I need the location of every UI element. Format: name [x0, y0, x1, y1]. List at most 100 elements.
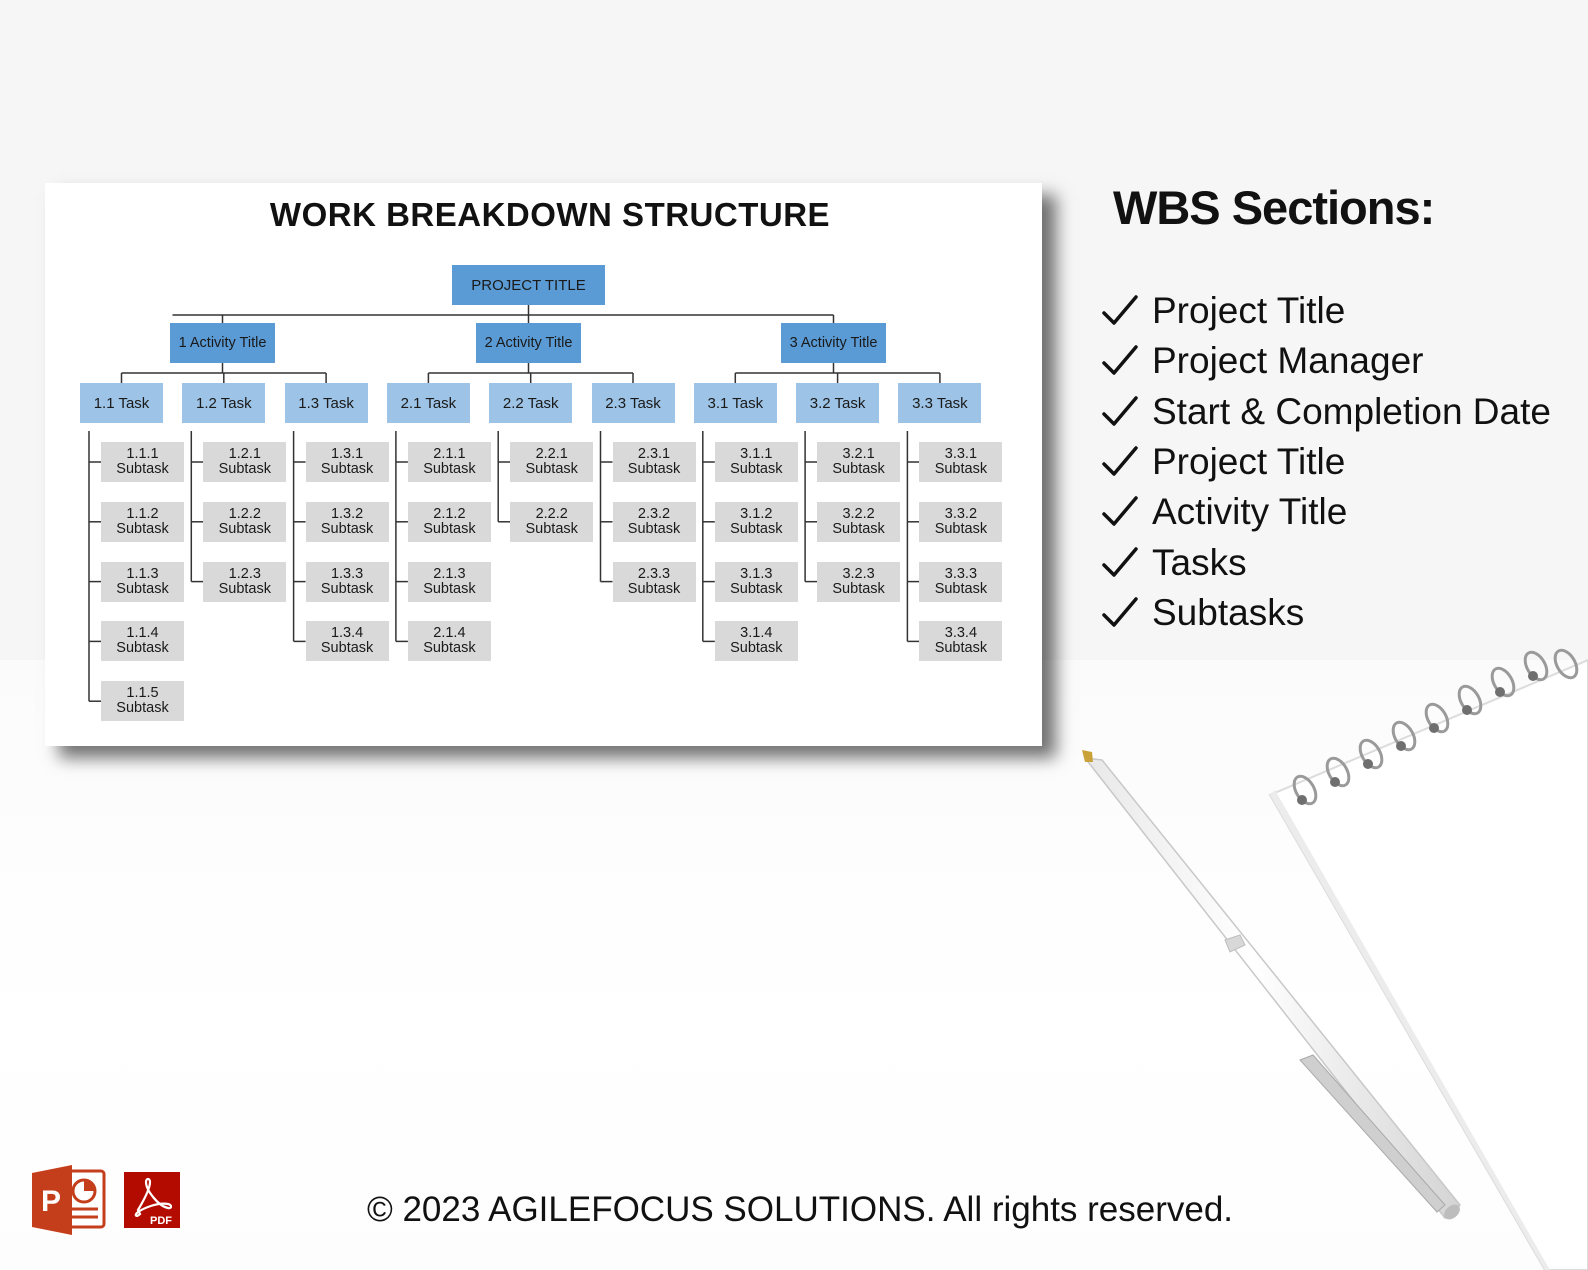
subtask-box-3-3-3-label-2: Subtask [934, 580, 988, 597]
sections-item-label: Start & Completion Date [1152, 390, 1551, 432]
subtask-box-1-1-5-label-2: Subtask [116, 700, 169, 717]
task-box-1-3: 1.3 Task [284, 383, 368, 423]
subtask-box-3-1-4-label-1: 3.1.4 [740, 625, 773, 642]
subtask-box-3-3-2-label-2: Subtask [934, 520, 988, 537]
sections-item-label: Project Title [1152, 441, 1346, 483]
activity-box-1: 1 Activity Title [170, 323, 275, 363]
subtask-box-2-1-2-label-2: Subtask [423, 520, 476, 537]
subtask-box-3-3-2-label-1: 3.3.2 [944, 505, 978, 522]
task-box-3-2: 3.2 Task [796, 383, 880, 423]
project-title-box-label: PROJECT TITLE [471, 276, 586, 294]
svg-text:P: P [41, 1185, 61, 1218]
project-title-box: PROJECT TITLE [452, 265, 605, 305]
checkmark-icon [1102, 395, 1138, 426]
subtask-box-1-2-1-label-1: 1.2.1 [228, 446, 261, 462]
task-box-2-2-label: 2.2 Task [502, 394, 559, 412]
desk-background [0, 660, 1588, 1270]
subtask-box-1-3-4-label-1: 1.3.4 [330, 625, 364, 642]
subtask-box-3-3-1-label-1: 3.3.1 [944, 446, 978, 462]
task-box-3-1: 3.1 Task [693, 383, 777, 423]
subtask-box-3-1-1-label-1: 3.1.1 [740, 446, 773, 462]
task-box-2-1: 2.1 Task [386, 383, 470, 423]
subtask-box-1-1-2-label-2: Subtask [116, 520, 169, 537]
subtask-box-2-1-1-label-2: Subtask [423, 461, 476, 477]
subtask-box-3-1-4-label-2: Subtask [730, 640, 783, 657]
subtask-box-3-2-2-label-2: Subtask [832, 520, 885, 537]
sections-item-label: Activity Title [1152, 491, 1348, 533]
subtask-box-2-3-1-label-2: Subtask [627, 461, 681, 477]
subtask-box-2-1-4-label-2: Subtask [423, 640, 476, 657]
subtask-box-3-1-3-label-1: 3.1.3 [740, 565, 773, 582]
subtask-box-1-1-3-label-1: 1.1.3 [126, 565, 159, 582]
task-box-3-2-label: 3.2 Task [809, 394, 866, 412]
subtask-box-3-3-1-label-2: Subtask [934, 461, 988, 477]
sections-item: Project Title [1100, 437, 1551, 487]
subtask-box-2-3-3-label-2: Subtask [627, 580, 681, 597]
subtask-box-3-1-2-label-1: 3.1.2 [740, 505, 773, 522]
subtask-box-2-2-1-label-2: Subtask [525, 461, 578, 477]
task-box-1-1: 1.1 Task [80, 383, 163, 423]
subtask-box-3-2-3-label-2: Subtask [832, 580, 885, 597]
checkmark-icon [1102, 496, 1138, 527]
subtask-box-1-3-3-label-1: 1.3.3 [330, 565, 364, 582]
checkmark-icon [1102, 597, 1138, 627]
task-box-1-2: 1.2 Task [182, 383, 266, 423]
subtask-box-2-2-1-label-1: 2.2.1 [535, 446, 568, 462]
task-box-3-1-label: 3.1 Task [707, 394, 764, 412]
task-box-2-3: 2.3 Task [591, 383, 675, 423]
subtask-box-1-1-3-label-2: Subtask [116, 580, 169, 597]
subtask-box-1-3-2-label-1: 1.3.2 [330, 505, 364, 522]
subtask-box-1-1-5-label-1: 1.1.5 [126, 685, 159, 702]
subtask-box-3-1-2-label-2: Subtask [730, 520, 783, 537]
activity-box-3: 3 Activity Title [781, 323, 886, 363]
sections-item-label: Project Title [1152, 290, 1346, 332]
subtask-box-2-1-3-label-2: Subtask [423, 580, 476, 597]
subtask-box-1-2-2-label-1: 1.2.2 [228, 505, 261, 522]
subtask-box-1-1-2-label-1: 1.1.2 [126, 505, 159, 522]
subtask-box-2-1-3-label-1: 2.1.3 [433, 565, 466, 582]
sections-item: Project Manager [1100, 336, 1551, 386]
activity-box-3-label: 3 Activity Title [789, 334, 878, 351]
subtask-box-3-2-1-label-2: Subtask [832, 461, 885, 477]
task-box-3-3-label: 3.3 Task [912, 394, 968, 412]
subtask-box-2-2-2-label-2: Subtask [525, 520, 578, 537]
activity-box-1-label: 1 Activity Title [178, 334, 267, 351]
sections-item-label: Project Manager [1152, 340, 1424, 382]
subtask-box-1-2-3-label-2: Subtask [218, 580, 271, 597]
copyright-notice: © 2023 AGILEFOCUS SOLUTIONS. All rights … [366, 1190, 1234, 1229]
sections-item: Tasks [1100, 537, 1551, 587]
activity-box-2-label: 2 Activity Title [484, 334, 573, 351]
sections-item-label: Tasks [1152, 541, 1247, 583]
activity-box-2: 2 Activity Title [476, 323, 581, 363]
sections-item: Activity Title [1100, 487, 1551, 537]
subtask-box-2-2-2-label-1: 2.2.2 [535, 505, 568, 522]
checkmark-icon [1102, 446, 1138, 476]
subtask-box-1-3-4-label-2: Subtask [320, 640, 374, 657]
subtask-box-3-1-1-label-2: Subtask [730, 461, 783, 477]
sections-item: Start & Completion Date [1100, 387, 1551, 437]
subtask-box-2-3-2-label-1: 2.3.2 [637, 505, 671, 522]
subtask-box-1-1-4-label-2: Subtask [116, 640, 169, 657]
subtask-box-1-3-1-label-2: Subtask [320, 461, 374, 477]
